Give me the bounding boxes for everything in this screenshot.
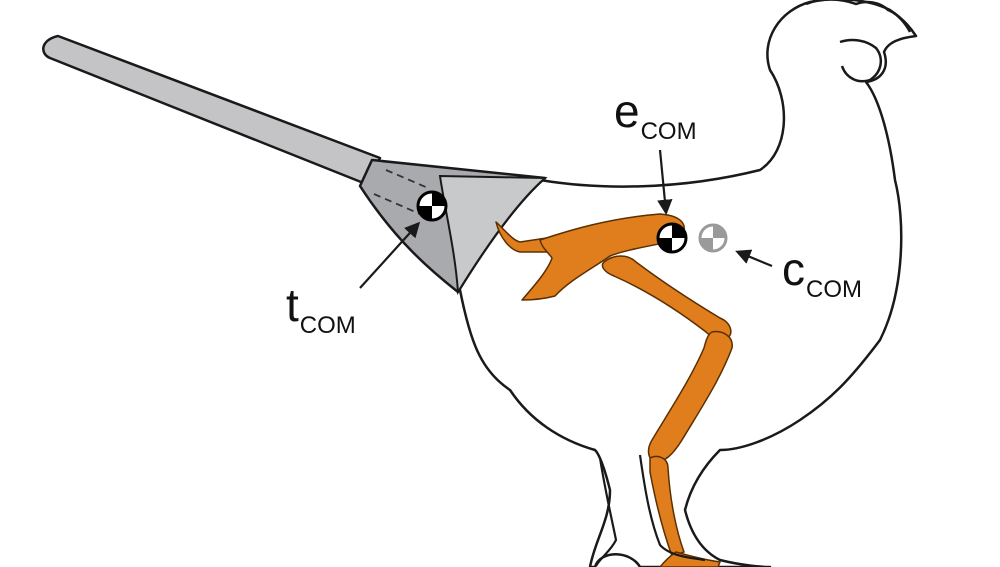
cone-inner-shading bbox=[438, 174, 548, 296]
rod-dashed-upper bbox=[385, 169, 429, 189]
ecom-label-main: e bbox=[614, 85, 640, 137]
leg-outline-front bbox=[638, 454, 706, 562]
leg-outline-back bbox=[595, 457, 618, 567]
tcom-arrow bbox=[359, 221, 421, 289]
ecom-marker bbox=[656, 222, 688, 254]
tcom-marker bbox=[416, 190, 448, 222]
toe-bones bbox=[659, 551, 721, 567]
rod bbox=[42, 34, 382, 186]
ccom-marker bbox=[698, 223, 728, 253]
chicken-wattle bbox=[839, 38, 883, 83]
tarsometatarsus bbox=[649, 455, 685, 557]
tcom-label: tCOM bbox=[286, 279, 356, 338]
ccom-arrow bbox=[735, 249, 773, 268]
ccom-label-main: c bbox=[782, 243, 805, 295]
ecom-label-sub: COM bbox=[640, 118, 697, 145]
tcom-label-sub: COM bbox=[299, 312, 356, 339]
chicken-comb bbox=[805, 0, 912, 33]
ccom-label-sub: COM bbox=[806, 276, 862, 303]
tcom-label-main: t bbox=[286, 279, 299, 331]
rod-dashed-lower bbox=[373, 193, 421, 215]
pelvis bbox=[521, 213, 685, 301]
leg-skeleton bbox=[495, 213, 733, 567]
ecom-arrow bbox=[657, 149, 673, 216]
ecom-label: eCOM bbox=[614, 85, 697, 144]
ccom-label: cCOM bbox=[782, 243, 862, 302]
